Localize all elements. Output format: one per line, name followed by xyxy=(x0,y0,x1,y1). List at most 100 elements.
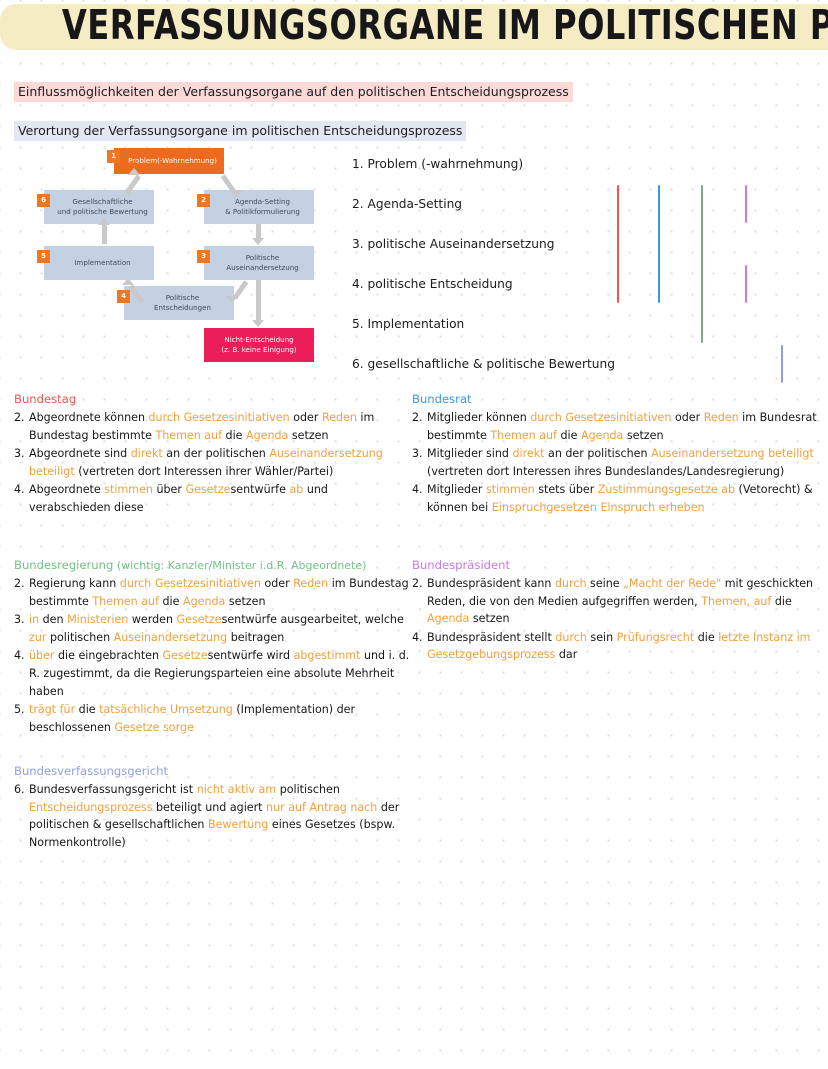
note-item: 4.Bundespräsident stellt durch sein Prüf… xyxy=(412,629,824,664)
note-item-number: 4. xyxy=(412,630,423,644)
note-span: Gesetze sorge xyxy=(114,720,194,734)
diagram-arrowhead xyxy=(226,296,238,303)
note-span: „Macht der Rede" xyxy=(623,577,725,590)
note-span: Abgeordnete xyxy=(29,483,105,497)
note-item-number: 2. xyxy=(412,411,423,424)
note-item-number: 5. xyxy=(14,703,25,717)
diagram-badge-3: 3 xyxy=(197,250,210,263)
diagram-node-label: Implementation xyxy=(74,257,131,267)
note-span: die xyxy=(560,428,581,442)
note-span: oder xyxy=(264,577,294,590)
note-span: Einspruchgesetzen Einspruch erheben xyxy=(491,500,705,514)
phase-bar-bundespräsident xyxy=(745,265,748,303)
note-span: eines Gesetzes (bspw. Normenkontrolle) xyxy=(29,818,396,849)
diagram-connector xyxy=(102,224,107,244)
note-item-number: 4. xyxy=(412,483,423,497)
note-item: 3.in den Ministerien werden Gesetzesentw… xyxy=(14,611,414,646)
note-span: Bundespräsident kann xyxy=(427,577,555,590)
diagram-node-label: Problem(-Wahrnehmung) xyxy=(128,155,217,165)
note-span: mit geschickten Reden, die von den Medie… xyxy=(427,577,814,608)
note-span: Mitglieder können xyxy=(427,411,531,424)
note-span: sentwürfe xyxy=(230,483,290,497)
note-span: Themen auf xyxy=(490,428,561,442)
phase-bar-bundestag xyxy=(617,185,620,303)
note-item-text: Regierung kann durch Gesetzesinitiativen… xyxy=(29,575,414,610)
phase-bar-bundespräsident xyxy=(745,185,748,223)
title-text: VERFASSUNGSORGANE IM POLITISCHEN PROZESS xyxy=(61,2,828,50)
section-heading-bverfg: Bundesverfassungsgericht xyxy=(14,764,424,778)
note-span: direkt xyxy=(512,447,549,461)
note-span: sentwürfe wird xyxy=(207,649,294,663)
note-item-text: Abgeordnete können durch Gesetzesinitiat… xyxy=(29,409,406,444)
subheading-placement: Verortung der Verfassungsorgane im polit… xyxy=(14,121,467,141)
note-span: ab xyxy=(289,483,307,497)
note-span: trägt für xyxy=(29,703,79,717)
note-item-text: Abgeordnete sind direkt an der politisch… xyxy=(29,445,406,480)
note-span: Mitglieder xyxy=(427,483,486,497)
diagram-arrowhead xyxy=(128,168,140,175)
note-span: setzen xyxy=(228,594,266,608)
note-item-text: über die eingebrachten Gesetzesentwürfe … xyxy=(29,647,414,700)
note-span: Agenda xyxy=(182,594,229,608)
note-span: Abgeordnete können xyxy=(29,411,149,424)
diagram-node-label: Agenda-Setting& Politikformulierung xyxy=(225,196,300,216)
diagram-node-nicht-entscheidung: Nicht-Entscheidung(z. B. keine Einigung) xyxy=(204,328,314,362)
phase-item-1: 1. Problem (-wahrnehmung) xyxy=(352,157,524,171)
note-span: die xyxy=(78,703,100,717)
note-item: 2.Regierung kann durch Gesetzesinitiativ… xyxy=(14,575,414,610)
note-item-text: Mitglieder können durch Gesetzesinitiati… xyxy=(427,409,822,444)
diagram-arrowhead xyxy=(252,320,264,327)
note-span: Reden xyxy=(321,411,361,424)
section-bundesverfassungsgericht: Bundesverfassungsgericht 6. Bundesverfassu… xyxy=(14,764,424,852)
diagram-badge-2: 2 xyxy=(197,194,210,207)
note-span: die xyxy=(225,428,247,442)
note-span: Gesetze xyxy=(185,483,231,497)
phase-item-5: 5. Implementation xyxy=(352,317,465,331)
note-span: Reden xyxy=(293,577,332,590)
note-item: 4. Mitglieder stimmen stets über Zustimmu… xyxy=(412,481,822,516)
note-item: 2.Abgeordnete können durch Gesetzesiniti… xyxy=(14,409,406,444)
note-span: Themen, auf xyxy=(701,594,775,608)
phase-item-6: 6. gesellschaftliche & politische Bewert… xyxy=(352,357,615,371)
note-item-number: 3. xyxy=(14,447,25,461)
note-span: durch Gesetzesinitiativen xyxy=(148,411,294,424)
note-span: Agenda xyxy=(580,428,627,442)
note-span: Regierung kann xyxy=(29,577,120,590)
note-span: Gesetze xyxy=(176,613,222,627)
phase-bar-bundesverfassungsgericht xyxy=(781,345,784,383)
note-span: der politischen & gesellschaftlichen xyxy=(29,800,400,832)
diagram-node-label: Nicht-Entscheidung(z. B. keine Einigung) xyxy=(221,334,297,354)
note-span: Reden xyxy=(703,411,743,424)
note-item-number: 6. xyxy=(14,783,25,796)
note-span: setzen xyxy=(472,612,510,626)
note-item-text: Mitglieder stimmen stets über Zustimmung… xyxy=(427,481,822,516)
note-span: (vertreten dort Interessen ihrer Wähler/… xyxy=(78,464,334,478)
note-span: Gesetze xyxy=(162,649,208,663)
diagram-connector xyxy=(256,224,261,238)
note-span: beitragen xyxy=(230,630,285,644)
note-span: Bewertung xyxy=(207,818,272,832)
note-span: politischen xyxy=(49,630,114,644)
note-span: politischen xyxy=(279,783,340,796)
note-item: 3.Mitglieder sind direkt an der politisc… xyxy=(412,445,822,480)
note-span: (Vetorecht) & können bei xyxy=(427,483,813,514)
note-item-text: Abgeordnete stimmen über Gesetzesentwürf… xyxy=(29,481,406,516)
note-span: Bundesverfassungsgericht ist xyxy=(29,783,197,796)
page-title: VERFASSUNGSORGANE IM POLITISCHEN PROZESS xyxy=(0,2,828,50)
phase-bar-bundesregierung xyxy=(701,185,704,343)
note-span: stimmen xyxy=(486,483,539,497)
note-span: oder xyxy=(293,411,322,424)
note-item: 4.über die eingebrachten Gesetzesentwürf… xyxy=(14,647,414,700)
note-span: durch Gesetzesinitiativen xyxy=(119,577,265,590)
diagram-node-2: Agenda-Setting& Politikformulierung xyxy=(204,190,314,224)
diagram-arrowhead xyxy=(122,278,134,285)
note-span: Bundespräsident stellt xyxy=(427,630,556,644)
note-span: Prüfungsrecht xyxy=(616,630,698,644)
note-span: die xyxy=(162,594,183,608)
